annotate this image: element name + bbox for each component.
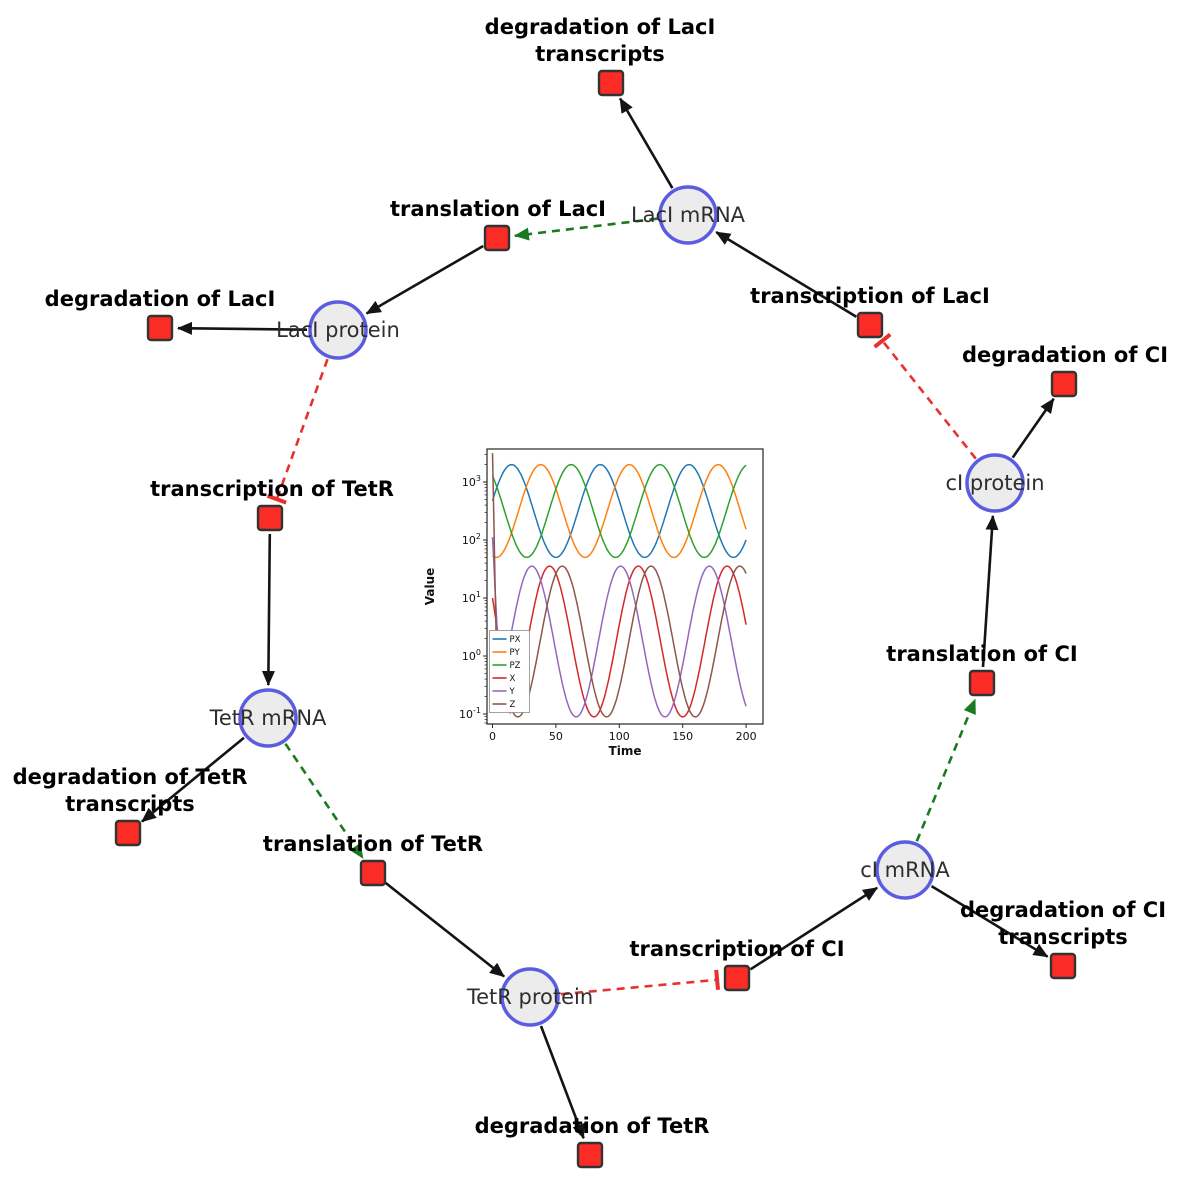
- reaction-node-deg_ci_tx: [1049, 952, 1077, 980]
- reaction-label-deg_ci-line1: degradation of CI: [962, 343, 1168, 367]
- reaction-node-deg_tetr_tx: [114, 819, 142, 847]
- species-label-tetr_protein: TetR protein: [466, 985, 593, 1009]
- reaction-label-deg_ci_tx-line2: transcripts: [998, 925, 1128, 949]
- legend-label-Z: Z: [510, 700, 516, 710]
- edge-production-transl_ci-to-ci_protein: [981, 514, 999, 668]
- series-line-X: [491, 565, 747, 718]
- y-tick-label: 101: [462, 590, 481, 605]
- edge-consumption-tetr_mrna-to-deg_tetr_tx: [141, 736, 245, 823]
- species-node-laci_protein: [308, 300, 368, 360]
- x-tick-label: 200: [736, 730, 757, 743]
- y-tick-label: 103: [462, 474, 481, 489]
- edge-inhibition-ci_protein-to-txn_laci: [873, 332, 977, 460]
- reaction-node-txn_laci: [856, 311, 884, 339]
- species-node-tetr_protein: [500, 967, 560, 1027]
- x-tick-label: 50: [549, 730, 563, 743]
- y-tick-label: 10-1: [459, 706, 481, 721]
- reaction-label-txn_ci-line1: transcription of CI: [629, 937, 844, 961]
- chart-xlabel: Time: [609, 744, 642, 758]
- edge-production-txn_tetr-to-tetr_mrna: [261, 533, 275, 686]
- species-label-ci_protein: cI protein: [945, 471, 1044, 495]
- x-tick-label: 100: [609, 730, 630, 743]
- reaction-label-transl_tetr-line1: translation of TetR: [263, 832, 483, 856]
- edge-inhibition-laci_protein-to-txn_tetr: [266, 358, 329, 505]
- edge-consumption-laci_protein-to-deg_laci: [177, 321, 308, 335]
- reaction-label-deg_laci_tx-line1: degradation of LacI: [485, 15, 716, 39]
- reaction-node-deg_laci_tx: [597, 69, 625, 97]
- species-label-tetr_mrna: TetR mRNA: [209, 706, 327, 730]
- series-line-Y: [491, 537, 747, 718]
- reaction-label-deg_tetr_tx-line1: degradation of TetR: [13, 765, 248, 789]
- edge-consumption-laci_mrna-to-deg_laci_tx: [618, 97, 674, 189]
- edge-catalysis-ci_mrna-to-transl_ci: [915, 698, 977, 842]
- reaction-label-txn_laci-line1: transcription of LacI: [750, 284, 990, 308]
- reaction-label-txn_tetr-line1: transcription of TetR: [150, 477, 394, 501]
- species-label-laci_mrna: LacI mRNA: [631, 203, 746, 227]
- species-node-ci_protein: [965, 453, 1025, 513]
- series-line-Z: [491, 452, 747, 718]
- reaction-node-transl_tetr: [359, 859, 387, 887]
- legend-label-PX: PX: [510, 635, 521, 645]
- legend-label-PY: PY: [510, 648, 521, 658]
- reaction-node-deg_laci: [146, 314, 174, 342]
- edge-catalysis-tetr_mrna-to-transl_tetr: [284, 742, 364, 859]
- edge-consumption-ci_protein-to-deg_ci: [1011, 397, 1055, 459]
- reaction-label-transl_laci-line1: translation of LacI: [390, 197, 606, 221]
- chart-legend-box: [489, 630, 530, 713]
- reaction-label-deg_ci_tx-line1: degradation of CI: [960, 898, 1166, 922]
- reaction-label-deg_tetr-line1: degradation of TetR: [475, 1114, 710, 1138]
- legend-label-X: X: [510, 674, 516, 684]
- species-label-laci_protein: LacI protein: [276, 318, 400, 342]
- reaction-node-transl_ci: [968, 669, 996, 697]
- chart-ylabel: Value: [423, 568, 437, 606]
- edge-production-transl_laci-to-laci_protein: [365, 244, 484, 315]
- species-node-ci_mrna: [875, 840, 935, 900]
- species-label-ci_mrna: cI mRNA: [860, 858, 950, 882]
- edge-production-transl_tetr-to-tetr_protein: [384, 881, 505, 978]
- reaction-node-transl_laci: [483, 224, 511, 252]
- edge-production-txn_ci-to-ci_mrna: [749, 886, 879, 971]
- species-node-tetr_mrna: [238, 688, 298, 748]
- reaction-label-deg_laci_tx-line2: transcripts: [535, 42, 665, 66]
- legend-label-PZ: PZ: [510, 661, 521, 671]
- series-line-PY: [492, 463, 747, 559]
- x-tick-label: 150: [672, 730, 693, 743]
- x-tick-label: 0: [489, 730, 496, 743]
- edge-production-txn_laci-to-laci_mrna: [715, 230, 857, 318]
- series-line-PZ: [491, 463, 747, 559]
- edge-consumption-tetr_protein-to-deg_tetr: [539, 1025, 585, 1140]
- reaction-label-deg_laci-line1: degradation of LacI: [45, 287, 276, 311]
- edge-catalysis-laci_mrna-to-transl_laci: [513, 217, 658, 241]
- edge-inhibition-tetr_protein-to-txn_ci: [560, 969, 721, 996]
- reaction-label-deg_tetr_tx-line2: transcripts: [65, 792, 195, 816]
- reaction-node-txn_ci: [723, 964, 751, 992]
- legend-label-Y: Y: [509, 687, 516, 697]
- species-node-laci_mrna: [658, 185, 718, 245]
- reaction-label-transl_ci-line1: translation of CI: [886, 642, 1077, 666]
- y-tick-label: 102: [462, 532, 481, 547]
- reaction-node-txn_tetr: [256, 504, 284, 532]
- reaction-node-deg_ci: [1050, 370, 1078, 398]
- reaction-node-deg_tetr: [576, 1141, 604, 1169]
- edge-consumption-ci_mrna-to-deg_ci_tx: [930, 884, 1049, 958]
- y-tick-label: 100: [462, 648, 481, 663]
